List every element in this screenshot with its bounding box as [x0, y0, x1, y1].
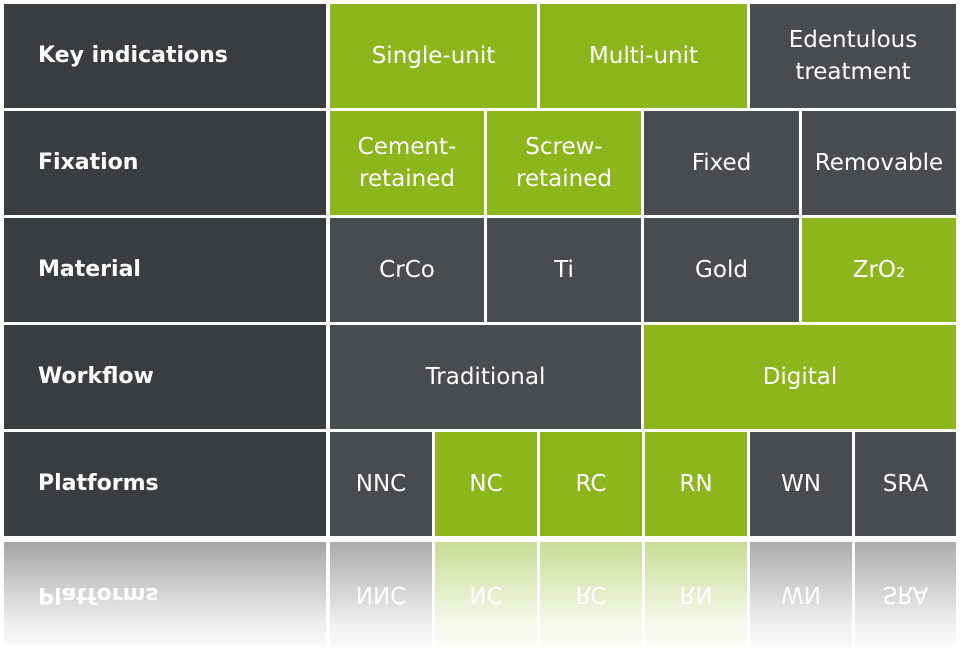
product-matrix: Key indications Single-unit Multi-unit E… — [0, 4, 960, 536]
cell-nnc: NNC — [330, 432, 432, 536]
cell-wn: WN — [750, 432, 852, 536]
cell-rn: RN — [645, 432, 747, 536]
cell-edentulous-treatment: Edentulous treatment — [750, 4, 956, 108]
reflection-fade — [0, 540, 960, 660]
row-workflow: Workflow Traditional Digital — [0, 325, 960, 429]
cell-ti: Ti — [487, 218, 641, 322]
cell-sra: SRA — [855, 432, 956, 536]
cell-fixed: Fixed — [644, 111, 799, 215]
cell-rc: RC — [540, 432, 642, 536]
cell-nc: NC — [435, 432, 537, 536]
cell-zro2: ZrO₂ — [802, 218, 956, 322]
cell-crco: CrCo — [330, 218, 484, 322]
row-fixation: Fixation Cement-retained Screw-retained … — [0, 111, 960, 215]
cell-screw-retained: Screw-retained — [487, 111, 641, 215]
row-label: Fixation — [4, 111, 326, 215]
row-platforms: Platforms NNC NC RC RN WN SRA — [0, 432, 960, 536]
row-label: Material — [4, 218, 326, 322]
cell-digital: Digital — [644, 325, 956, 429]
row-key-indications: Key indications Single-unit Multi-unit E… — [0, 4, 960, 108]
cell-cement-retained: Cement-retained — [330, 111, 484, 215]
cell-gold: Gold — [644, 218, 799, 322]
cell-traditional: Traditional — [330, 325, 641, 429]
cell-removable: Removable — [802, 111, 956, 215]
cell-multi-unit: Multi-unit — [540, 4, 747, 108]
row-label: Platforms — [4, 432, 326, 536]
row-label: Key indications — [4, 4, 326, 108]
row-material: Material CrCo Ti Gold ZrO₂ — [0, 218, 960, 322]
cell-single-unit: Single-unit — [330, 4, 537, 108]
row-label: Workflow — [4, 325, 326, 429]
